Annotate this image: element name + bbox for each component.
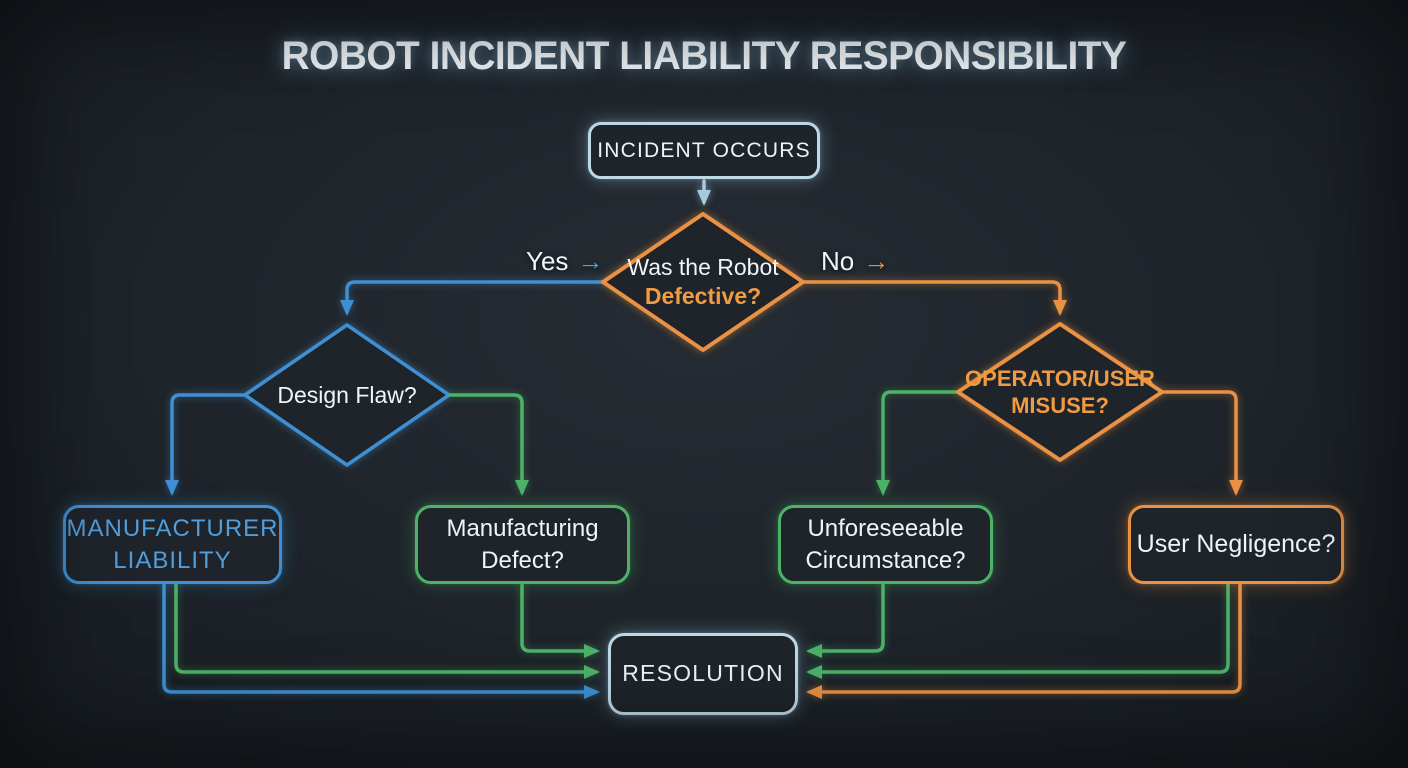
node-incident-occurs-label: INCIDENT OCCURS <box>597 138 811 162</box>
edge-defective-yes-to-design-flaw <box>340 280 604 316</box>
no-text: No <box>821 246 855 276</box>
node-manufacturing-defect-line1: Manufacturing <box>446 515 599 543</box>
node-manufacturing-defect-line2: Defect? <box>481 546 564 574</box>
edge-label-yes: Yes → <box>526 246 603 277</box>
design-flaw-diamond-shape <box>243 323 451 467</box>
edge-label-no: No → <box>821 246 889 277</box>
node-manufacturing-defect: Manufacturing Defect? <box>415 505 630 584</box>
node-user-negligence: User Negligence? <box>1128 505 1344 584</box>
misuse-diamond-shape <box>956 322 1164 462</box>
node-unforeseeable-line1: Unforeseeable <box>807 515 964 543</box>
node-resolution: RESOLUTION <box>608 633 798 715</box>
node-user-negligence-label: User Negligence? <box>1136 530 1336 559</box>
edge-misuse-to-user-negligence <box>1161 390 1243 496</box>
node-manufacturer-liability-line1: MANUFACTURER <box>66 515 279 543</box>
edge-manufacturing-defect-to-resolution <box>520 583 600 658</box>
edge-defective-no-to-misuse <box>803 280 1067 316</box>
edge-misuse-to-unforeseeable <box>876 390 959 496</box>
page-title: ROBOT INCIDENT LIABILITY RESPONSIBILITY <box>281 34 1127 78</box>
node-incident-occurs: INCIDENT OCCURS <box>588 122 820 179</box>
yes-arrow-icon: → <box>577 246 604 276</box>
node-resolution-label: RESOLUTION <box>622 660 784 687</box>
edge-user-negligence-green-to-resolution <box>806 583 1230 679</box>
edge-unforeseeable-to-resolution <box>806 583 885 658</box>
edge-design-flaw-to-manufacturing-defect <box>448 393 529 496</box>
node-unforeseeable-circumstance: Unforeseeable Circumstance? <box>778 505 993 584</box>
no-arrow-icon: → <box>863 246 890 276</box>
node-manufacturer-liability: MANUFACTURER LIABILITY <box>63 505 282 584</box>
edge-manufacturer-liability-green-to-resolution <box>174 583 600 679</box>
node-unforeseeable-line2: Circumstance? <box>805 546 966 574</box>
yes-text: Yes <box>526 246 569 276</box>
edge-manufacturer-liability-blue-to-resolution <box>162 583 600 699</box>
edge-design-flaw-to-manufacturer-liability <box>165 393 247 496</box>
defective-diamond-shape <box>601 212 805 352</box>
edge-user-negligence-orange-to-resolution <box>806 583 1242 699</box>
node-manufacturer-liability-line2: LIABILITY <box>113 546 232 574</box>
